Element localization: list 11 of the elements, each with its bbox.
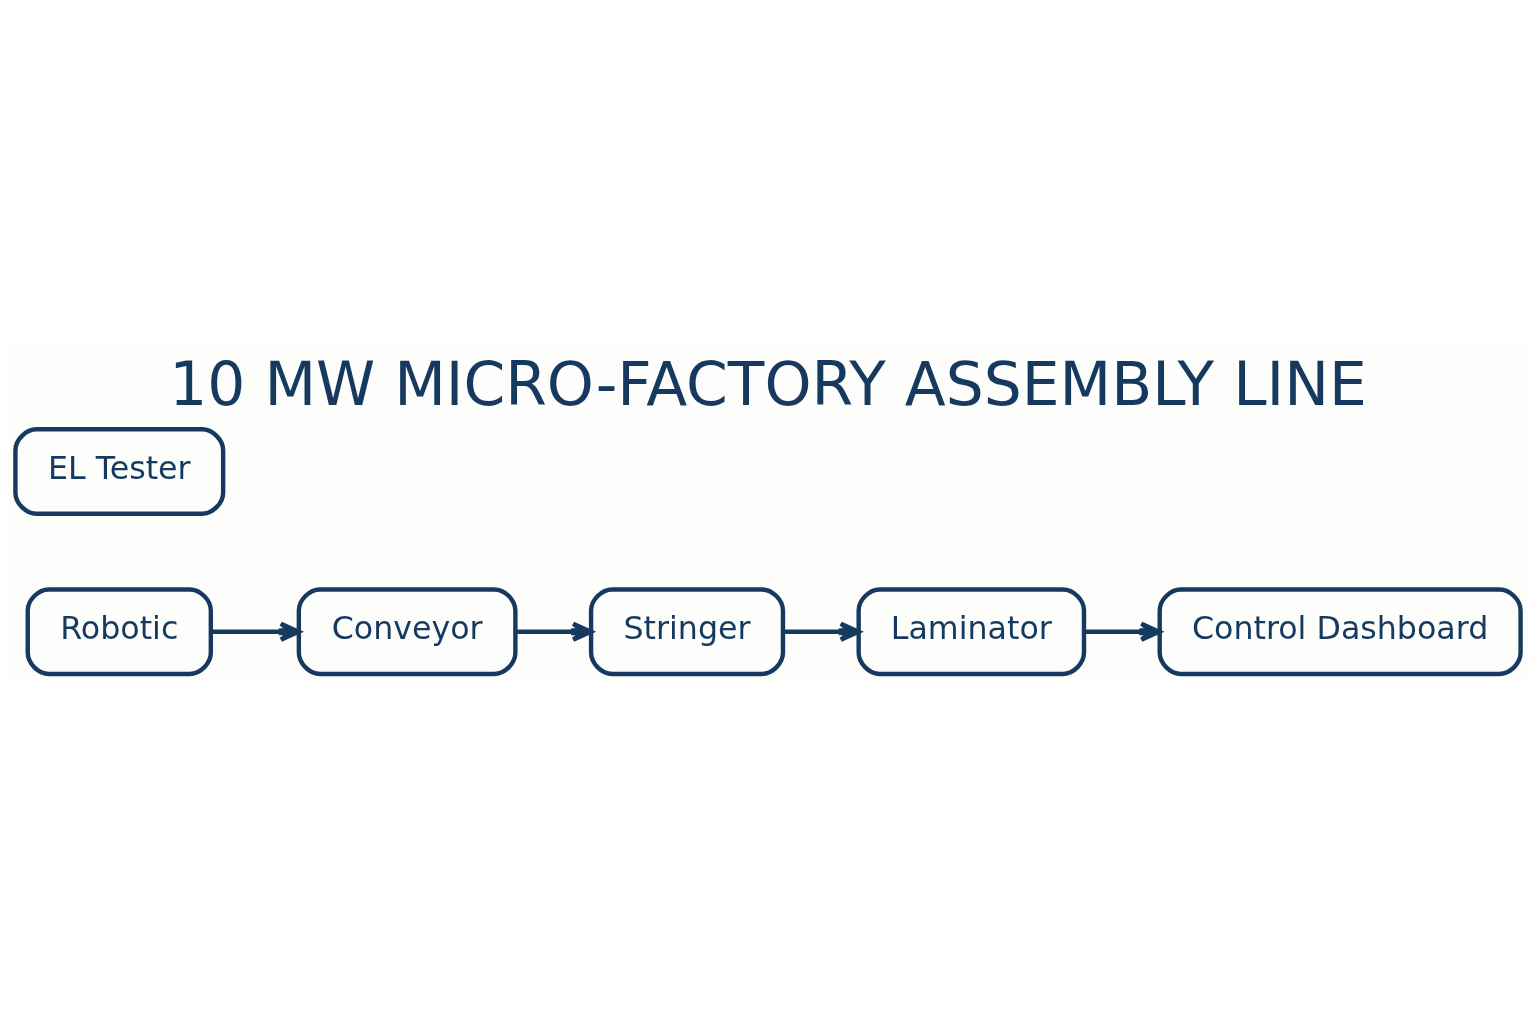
diagram-title: 10 MW MICRO-FACTORY ASSEMBLY LINE (169, 348, 1367, 419)
node-box: Stringer (588, 587, 786, 677)
node-box: Laminator (856, 587, 1087, 677)
node-box: EL Tester (13, 427, 226, 516)
arrow (211, 621, 301, 642)
arrow (783, 621, 861, 642)
arrow (515, 621, 594, 642)
node-box: Conveyor (296, 587, 518, 677)
node-box: Robotic (25, 587, 214, 677)
arrow (1084, 621, 1162, 642)
node-box: Control Dashboard (1157, 587, 1523, 677)
